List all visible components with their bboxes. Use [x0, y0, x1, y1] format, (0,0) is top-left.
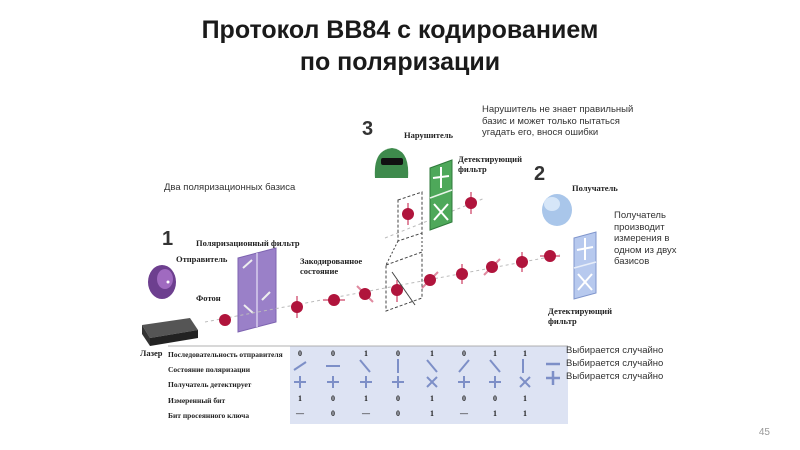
- sender-bit: 1: [364, 349, 368, 358]
- side-note-2: Выбирается случайно: [566, 358, 664, 369]
- photon: [291, 296, 303, 318]
- measured-bit: 0: [462, 394, 466, 403]
- row-label-key-bit: Бит просеянного ключа: [168, 411, 250, 420]
- sender-bit: 1: [523, 349, 527, 358]
- key-bit: 1: [430, 409, 434, 418]
- sender-bit: 0: [331, 349, 335, 358]
- photon: [483, 258, 501, 276]
- photon-path: [204, 254, 561, 323]
- side-note-3: Выбирается случайно: [566, 371, 664, 382]
- step-number-2: 2: [534, 163, 546, 185]
- receiver-note: Получатель производит измерения в одном …: [614, 210, 677, 267]
- receiver-label: Получатель: [572, 183, 618, 193]
- sender-bit: 1: [430, 349, 434, 358]
- receiver-filter-label: Детектирующий фильтр: [548, 306, 612, 326]
- photon: [456, 264, 468, 284]
- measured-bit: 1: [523, 394, 527, 403]
- photon: [516, 252, 528, 272]
- legend-icons: [546, 362, 560, 385]
- polar-filter-label: Поляризационный фильтр: [196, 238, 300, 248]
- measured-bit: 1: [298, 394, 302, 403]
- key-bit: 0: [396, 409, 400, 418]
- polarization-row: [293, 359, 524, 373]
- photons: [219, 192, 560, 326]
- photon: [323, 294, 345, 306]
- intruder-avatar: [374, 148, 409, 178]
- photon: [219, 314, 231, 326]
- title-line-2: по поляризации: [299, 48, 501, 76]
- photon: [402, 203, 414, 225]
- photon: [356, 285, 374, 303]
- detector-basis-row: [294, 376, 531, 388]
- measured-bit: 1: [364, 394, 368, 403]
- key-bit: 1: [523, 409, 527, 418]
- row-label-detection: Получатель детектирует: [168, 380, 252, 389]
- sender-polarizer: [237, 247, 277, 333]
- key-bit: 0: [331, 409, 335, 418]
- measured-bit: 0: [493, 394, 497, 403]
- step-number-3: 3: [362, 118, 374, 140]
- key-bit: 1: [493, 409, 497, 418]
- photon: [391, 280, 403, 302]
- photon-label: Фотон: [196, 293, 221, 303]
- receiver-detect-filter: [573, 231, 597, 300]
- laser-label: Лазер: [140, 348, 163, 358]
- slide-title: Протокол BB84 с кодированием по поляриза…: [0, 14, 800, 78]
- key-bit: —: [460, 409, 468, 418]
- row-label-polarization: Состояние поляризации: [168, 365, 251, 374]
- key-bit: —: [296, 409, 304, 418]
- sender-label: Отправитель: [176, 254, 228, 264]
- intruder-detect-filter: [429, 159, 453, 231]
- page-number: 45: [758, 427, 770, 438]
- sender-avatar: [148, 265, 176, 299]
- intruder-filter-label: Детектирующий фильтр: [458, 154, 522, 174]
- intruder-label: Нарушитель: [404, 130, 454, 140]
- sender-bit: 0: [462, 349, 466, 358]
- sender-bit: 0: [298, 349, 302, 358]
- laser-device: [142, 318, 198, 346]
- side-note-1: Выбирается случайно: [566, 345, 664, 356]
- measured-bit: 1: [430, 394, 434, 403]
- receiver-avatar: [542, 194, 572, 226]
- row-label-sender-sequence: Последовательность отправителя: [168, 350, 283, 359]
- step-number-1: 1: [162, 228, 174, 250]
- intruder-filter-outline: [385, 191, 423, 312]
- photon: [465, 192, 477, 214]
- key-bit: —: [362, 409, 370, 418]
- photon: [421, 271, 439, 289]
- sender-bit: 0: [396, 349, 400, 358]
- intruder-note: Нарушитель не знает правильный базис и м…: [482, 104, 634, 138]
- title-line-1: Протокол BB84 с кодированием: [201, 16, 599, 44]
- bases-note: Два поляризационных базиса: [164, 182, 296, 193]
- measured-bit: 0: [331, 394, 335, 403]
- sender-bit: 1: [493, 349, 497, 358]
- row-label-measured-bit: Измеренный бит: [168, 396, 226, 405]
- measured-bit: 0: [396, 394, 400, 403]
- photon: [540, 250, 560, 262]
- encoded-state-label: Закодированное состояние: [300, 256, 363, 276]
